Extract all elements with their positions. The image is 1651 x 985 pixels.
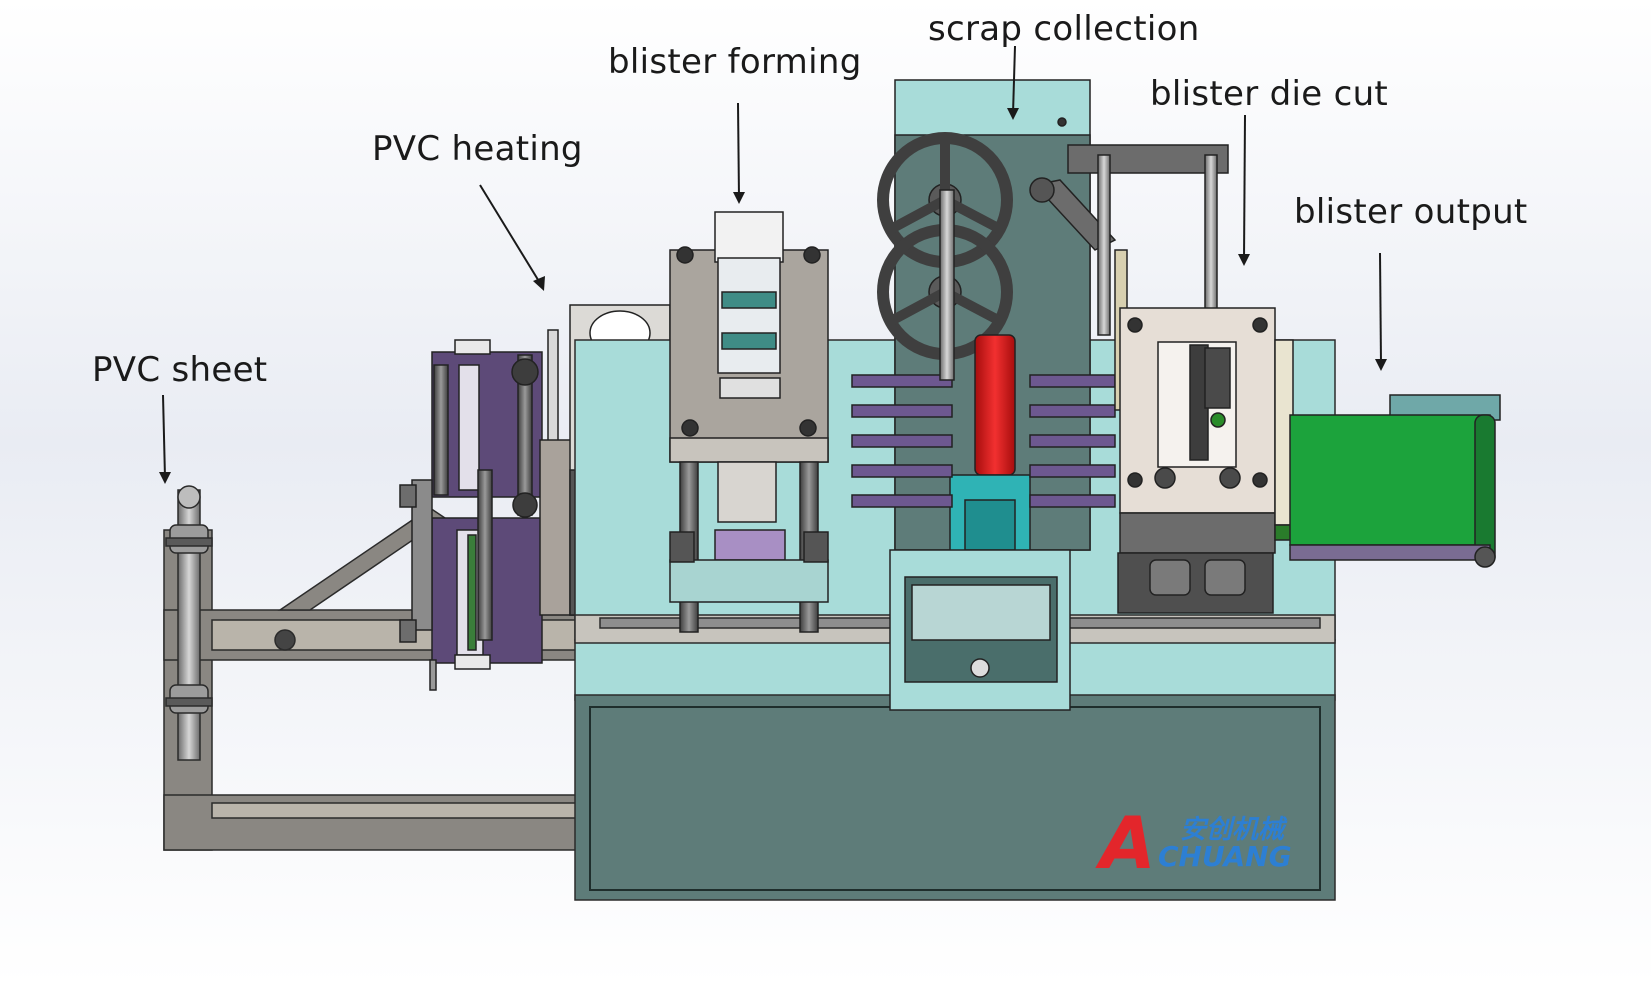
control-panel — [889, 549, 1071, 711]
logo-chinese: 安创机械 — [1180, 815, 1288, 845]
blister-die-cut-station — [1117, 307, 1306, 614]
blister-output-conveyor — [1289, 394, 1501, 568]
callout-arrows — [159, 45, 1387, 484]
label-blister-die-cut: blister die cut — [1150, 74, 1389, 114]
pvc-heating-unit — [399, 329, 581, 691]
achuang-logo: A 安创机械 CHUANG — [1095, 801, 1292, 885]
label-blister-output: blister output — [1294, 192, 1528, 232]
scrap-collection-tower — [851, 79, 1116, 571]
label-scrap-collection: scrap collection — [928, 9, 1200, 49]
blister-forming-press — [669, 211, 829, 633]
label-pvc-sheet: PVC sheet — [92, 350, 268, 390]
logo-letter: A — [1095, 801, 1156, 885]
logo-brand: CHUANG — [1158, 840, 1292, 873]
label-blister-forming: blister forming — [608, 42, 862, 82]
die-cut-linkage — [1029, 144, 1229, 411]
label-pvc-heating: PVC heating — [372, 129, 583, 169]
